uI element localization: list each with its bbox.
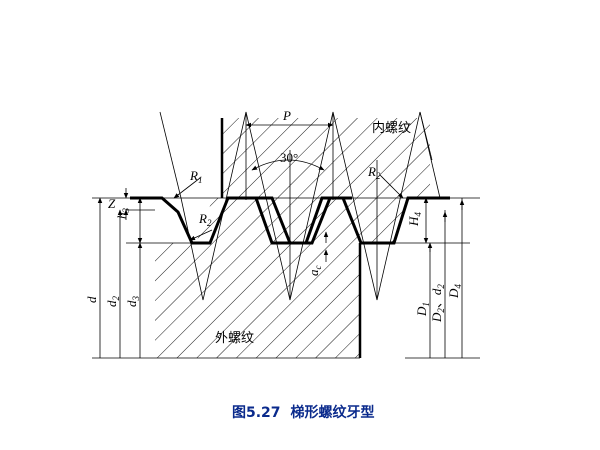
d-label: d [84,296,99,303]
pitch-label: P [282,108,291,123]
pitch-dimension: P [245,108,334,128]
r1-label: R1 [189,168,202,185]
h4-label: H4 [406,212,423,227]
right-dimensions [423,197,465,358]
external-thread-label: 外螺纹 [215,331,254,346]
D2-d2-label: D2、d2 [429,284,446,323]
h3-label: h3 [114,208,131,220]
D1-label: D1 [414,302,431,317]
reference-lines [92,197,480,359]
left-dimensions [97,188,143,358]
angle-label: 30° [280,150,298,165]
angle-dimension: 30° [251,150,325,171]
z-label: Z [108,196,116,211]
r2-lower-label: R2 [198,211,212,228]
r2-upper-label: R2 [367,164,381,181]
leader-lines [173,174,404,241]
ac-label: ac [306,266,323,277]
internal-thread-body [220,118,430,243]
d3-label: d3 [124,296,141,308]
D4-label: D4 [446,284,463,299]
internal-thread-label: 内螺纹 [372,120,411,136]
d2-label: d2 [104,296,121,308]
external-thread-body [155,198,362,358]
